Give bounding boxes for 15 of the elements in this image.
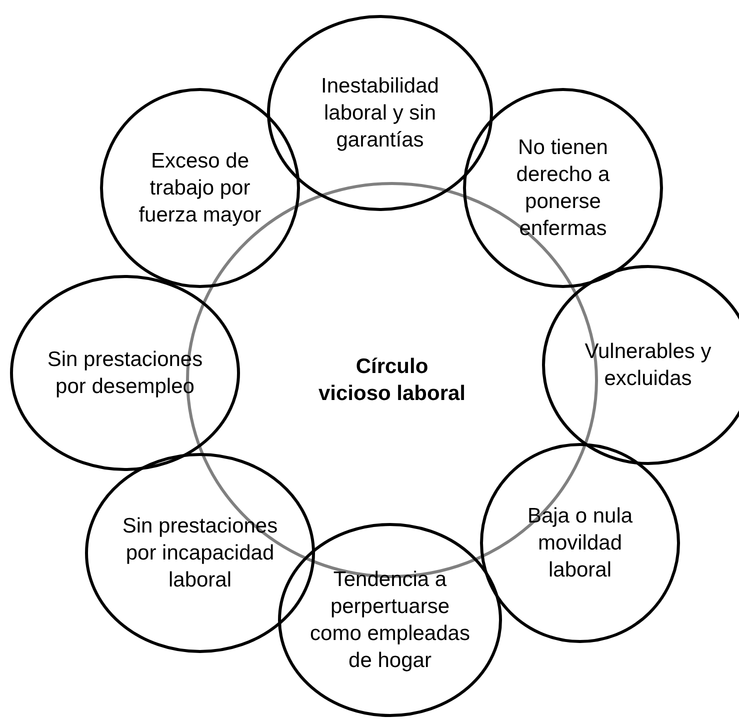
node-text: Círculo vicioso laboral [317, 354, 467, 407]
node-text: Baja o nula movildad laboral [526, 504, 634, 584]
node-text: Sin prestaciones por incapacidad laboral [121, 514, 279, 594]
circle-node [480, 443, 680, 643]
node-text: Inestabilidad laboral y sin garantías [320, 74, 440, 154]
circle-node [278, 523, 502, 717]
circle-node [463, 88, 663, 288]
node-text: Exceso de trabajo por fuerza mayor [138, 148, 262, 228]
node-text: Tendencia a perpertuarse como empleadas de hogar [310, 567, 470, 674]
circle-node [100, 88, 300, 288]
node-text: Vulnerables y excluidas [584, 339, 712, 392]
node-text: Sin prestaciones por desempleo [46, 347, 204, 400]
circle-node [267, 15, 493, 211]
circle-node [10, 275, 240, 471]
node-text: No tienen derecho a ponerse enfermas [515, 135, 611, 242]
